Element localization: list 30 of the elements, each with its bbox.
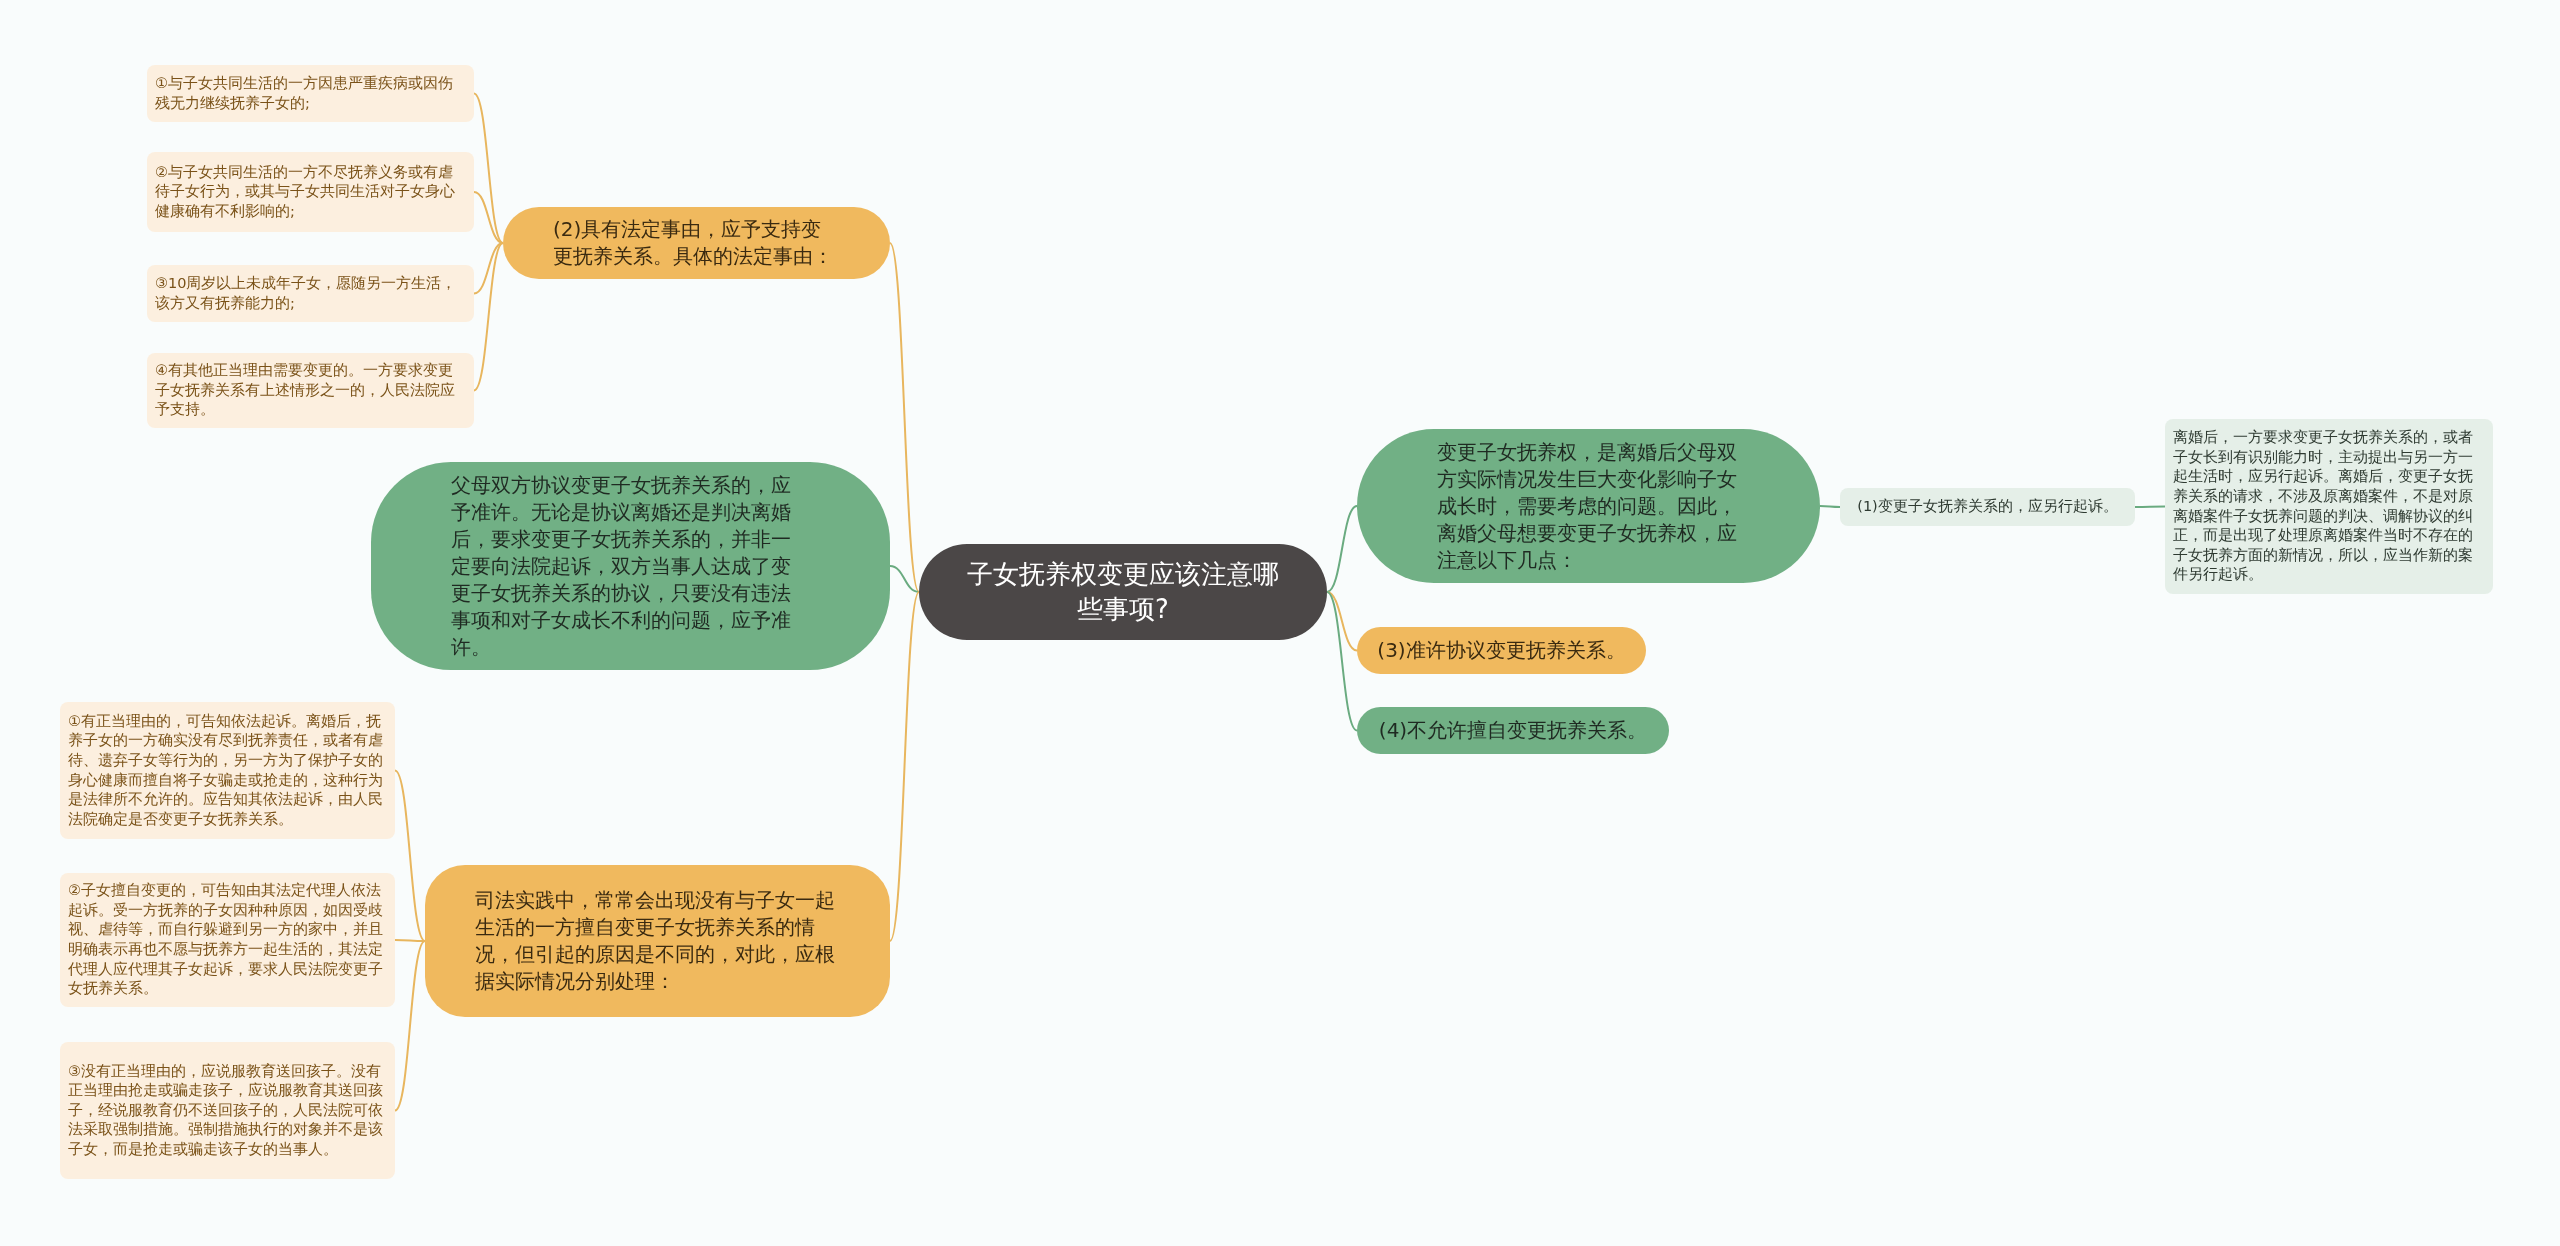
note-card: ④有其他正当理由需要变更的。一方要求变更子女抚养关系有上述情形之一的，人民法院应予支持。: [147, 353, 474, 428]
connector-line: [473, 191, 504, 244]
connector-line: [394, 769, 426, 942]
branch-bubble: 父母双方协议变更子女抚养关系的，应予准许。无论是协议离婚还是判决离婚后，要求变更子女抚养关系的，并非一定要向法院起诉，双方当事人达成了变更子女抚养关系的协议，只要没有违法事项和对子女成长不利的问题，应予准许。: [371, 462, 890, 670]
connector-line: [1326, 591, 1358, 732]
branch-bubble: 司法实践中，常常会出现没有与子女一起生活的一方擅自变更子女抚养关系的情况，但引起的原因是不同的，对此，应根据实际情况分别处理：: [425, 865, 890, 1017]
note-card: ②与子女共同生活的一方不尽抚养义务或有虐待子女行为，或其与子女共同生活对子女身心健康确有不利影响的;: [147, 152, 474, 232]
connector-line: [1326, 505, 1358, 593]
note-card: (1)变更子女抚养关系的，应另行起诉。: [1840, 488, 2135, 526]
branch-bubble: (3)准许协议变更抚养关系。: [1357, 627, 1646, 674]
connector-line: [394, 940, 426, 1112]
note-card: ①有正当理由的，可告知依法起诉。离婚后，抚养子女的一方确实没有尽到抚养责任，或者有虐待、遗弃子女等行为的，另一方为了保护子女的身心健康而擅自将子女骗走或抢走的，这种行为是法律所不允许的。应告知其依法起诉，由人民法院确定是否变更子女抚养关系。: [60, 702, 395, 839]
note-card: ②子女擅自变更的，可告知由其法定代理人依法起诉。受一方抚养的子女因种种原因，如因受歧视、虐待等，而自行躲避到另一方的家中，并且明确表示再也不愿与抚养方一起生活的，其法定代理人应代理其子女起诉，要求人民法院变更子女抚养关系。: [60, 873, 395, 1007]
connector-line: [473, 92, 504, 244]
connector-line: [889, 565, 920, 593]
note-card: ①与子女共同生活的一方因患严重疾病或因伤残无力继续抚养子女的;: [147, 65, 474, 122]
note-card: ③10周岁以上未成年子女，愿随另一方生活，该方又有抚养能力的;: [147, 265, 474, 322]
topic-bubble: 子女抚养权变更应该注意哪些事项?: [919, 544, 1327, 640]
note-card: 离婚后，一方要求变更子女抚养关系的，或者子女长到有识别能力时，主动提出与另一方一起生活时，应另行起诉。离婚后，变更子女抚养关系的请求，不涉及原离婚案件，不是对原离婚案件子女抚养问题的判决、调解协议的纠正，而是出现了处理原离婚案件当时不存在的子女抚养方面的新情况，所以，应当作新的案件另行起诉。: [2165, 419, 2493, 594]
connector-line: [394, 939, 426, 942]
branch-bubble: 变更子女抚养权，是离婚后父母双方实际情况发生巨大变化影响子女成长时，需要考虑的问题。因此，离婚父母想要变更子女抚养权，应注意以下几点：: [1357, 429, 1820, 583]
connector-line: [473, 242, 504, 392]
note-card: ③没有正当理由的，应说服教育送回孩子。没有正当理由抢走或骗走孩子，应说服教育其送回孩子，经说服教育仍不送回孩子的，人民法院可依法采取强制措施。强制措施执行的对象并不是该子女，而是抢走或骗走该子女的当事人。: [60, 1042, 395, 1179]
connector-line: [1819, 505, 1841, 508]
connector-line: [889, 242, 920, 593]
connector-line: [473, 242, 504, 295]
branch-bubble: (2)具有法定事由，应予支持变更抚养关系。具体的法定事由：: [503, 207, 890, 279]
connector-line: [2134, 505, 2166, 508]
connector-line: [889, 591, 920, 942]
branch-bubble: (4)不允许擅自变更抚养关系。: [1357, 707, 1669, 754]
